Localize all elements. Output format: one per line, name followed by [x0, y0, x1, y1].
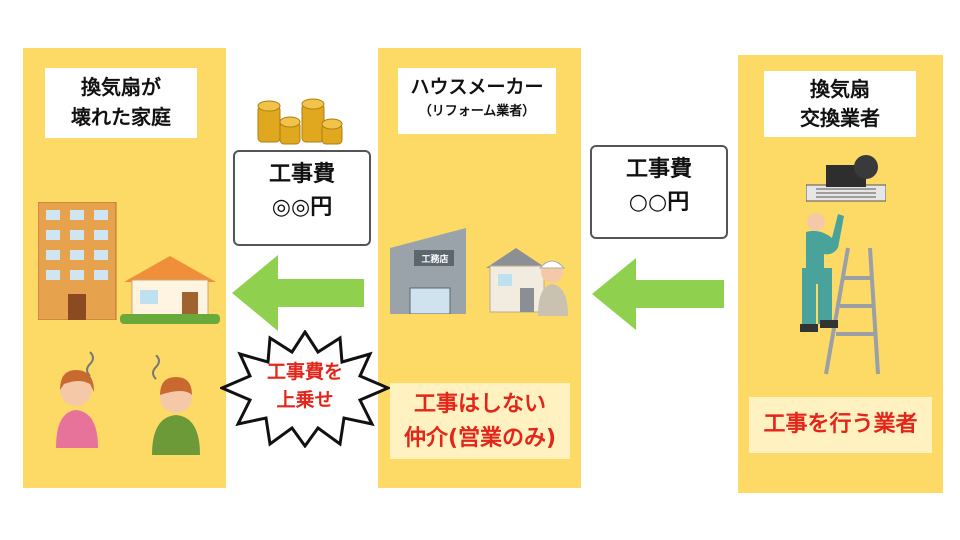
house-maker-role: 工事はしない 仲介(営業のみ)	[390, 383, 570, 459]
coins-icon	[257, 98, 343, 145]
markup-callout-line1: 工事費を	[266, 361, 343, 383]
house-maker-role-line2: 仲介(営業のみ)	[403, 426, 557, 451]
house-icon	[120, 256, 220, 324]
markup-callout-line2: 上乗せ	[276, 389, 334, 411]
house-maker-title-main: ハウスメーカー	[410, 76, 544, 98]
markup-callout-text: 工事費を 上乗せ	[220, 358, 390, 414]
worried-woman-icon	[56, 351, 98, 448]
cost-label: 工事費	[268, 162, 335, 187]
cost-box-household: 工事費 ◎◎円	[233, 150, 371, 246]
contractor-title-line1: 換気扇	[810, 77, 870, 101]
cost-label: 工事費	[625, 157, 692, 182]
contractor-title: 換気扇 交換業者	[764, 71, 916, 137]
worker-on-ladder-icon	[800, 213, 880, 375]
house-maker-subtitle: （リフォーム業者）	[418, 104, 536, 119]
household-title-line1: 換気扇が	[81, 75, 161, 99]
ceiling-fan-icon	[806, 155, 886, 202]
arrow-left-icon	[232, 255, 364, 331]
cost-amount: ◎◎円	[271, 195, 333, 220]
contractor-role: 工事を行う業者	[749, 397, 932, 453]
model-house-with-worker-icon	[486, 248, 568, 316]
construction-shop-icon	[390, 228, 466, 314]
household-title-line2: 壊れた家庭	[71, 105, 171, 129]
cost-box-contractor: 工事費 ○○円	[590, 145, 728, 239]
house-maker-role-line1: 工事はしない	[413, 392, 546, 417]
shop-sign: 工務店	[421, 255, 449, 265]
cost-amount: ○○円	[628, 190, 690, 215]
starburst-callout	[220, 330, 390, 448]
contractor-title-line2: 交換業者	[800, 106, 880, 130]
household-title: 換気扇が 壊れた家庭	[45, 68, 197, 138]
house-maker-title: ハウスメーカー （リフォーム業者）	[398, 68, 556, 134]
apartment-building-icon	[38, 202, 117, 320]
worried-man-icon	[152, 355, 200, 455]
arrow-left-icon	[592, 258, 724, 330]
